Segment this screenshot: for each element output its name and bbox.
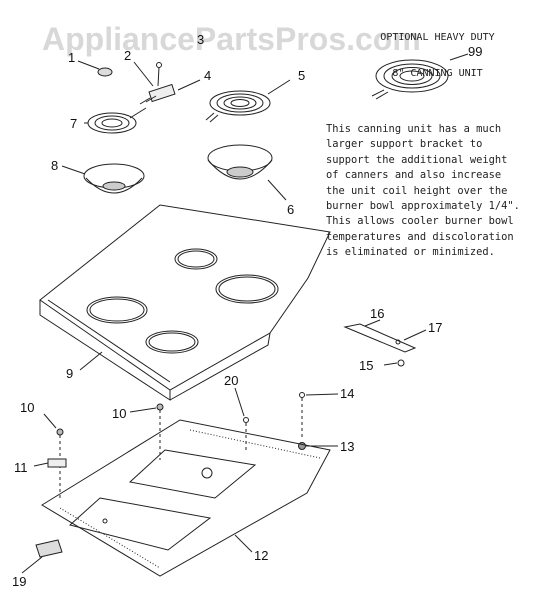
- part-5-large-coil: [205, 79, 291, 123]
- description-line: of canners and also increase: [326, 169, 502, 182]
- callout-15: 15: [359, 358, 373, 373]
- part-12-bottom-panel: [41, 419, 331, 577]
- part-19-clip: [21, 539, 63, 574]
- callout-12: 12: [254, 548, 268, 563]
- callout-9: 9: [66, 366, 73, 381]
- part-9-cooktop: [39, 204, 331, 401]
- description-line: the unit coil height over the: [326, 184, 508, 197]
- description-line: This allows cooler burner bowl: [326, 215, 514, 228]
- callout-7: 7: [70, 116, 77, 131]
- description-line: burner bowl approximately 1/4".: [326, 200, 520, 213]
- part-4-terminal-block: [133, 61, 201, 105]
- callout-6: 6: [287, 202, 294, 217]
- callout-3: 3: [197, 32, 204, 47]
- part-7-small-coil: [84, 107, 147, 134]
- callout-13: 13: [340, 439, 354, 454]
- callout-14: 14: [340, 386, 354, 401]
- description-line: support the additional weight: [326, 153, 508, 166]
- callout-4: 4: [204, 68, 211, 83]
- callout-11: 11: [14, 460, 28, 475]
- callout-10-left: 10: [20, 400, 34, 415]
- optional-unit-title: OPTIONAL HEAVY DUTY 8" CANNING UNIT: [345, 8, 530, 92]
- callout-16: 16: [370, 306, 384, 321]
- part-6-large-drip-bowl: [207, 144, 287, 201]
- canning-unit-coil: [371, 53, 469, 100]
- part-1-knob: [77, 60, 113, 77]
- part-16-bracket: [343, 319, 427, 367]
- callout-20: 20: [224, 373, 238, 388]
- callout-17: 17: [428, 320, 442, 335]
- callout-2: 2: [124, 48, 131, 63]
- description-line: temperatures and discoloration: [326, 230, 514, 243]
- part-8-small-drip-bowl: [61, 163, 145, 194]
- callout-1: 1: [68, 50, 75, 65]
- callout-8: 8: [51, 158, 58, 173]
- description-line: larger support bracket to: [326, 138, 483, 151]
- optional-unit-title-line-2: 8" CANNING UNIT: [392, 68, 483, 79]
- canning-unit-description: This canning unit has a much larger supp…: [326, 122, 530, 261]
- fasteners: [33, 387, 339, 500]
- callout-19: 19: [12, 574, 26, 589]
- description-line: is eliminated or minimized.: [326, 246, 495, 259]
- watermark-text: AppliancePartsPros.com: [42, 21, 421, 57]
- callout-10-center: 10: [112, 406, 126, 421]
- description-line: This canning unit has a much: [326, 123, 502, 135]
- optional-unit-title-line-1: OPTIONAL HEAVY DUTY: [380, 32, 495, 43]
- callout-99: 99: [468, 44, 482, 59]
- callout-5: 5: [298, 68, 305, 83]
